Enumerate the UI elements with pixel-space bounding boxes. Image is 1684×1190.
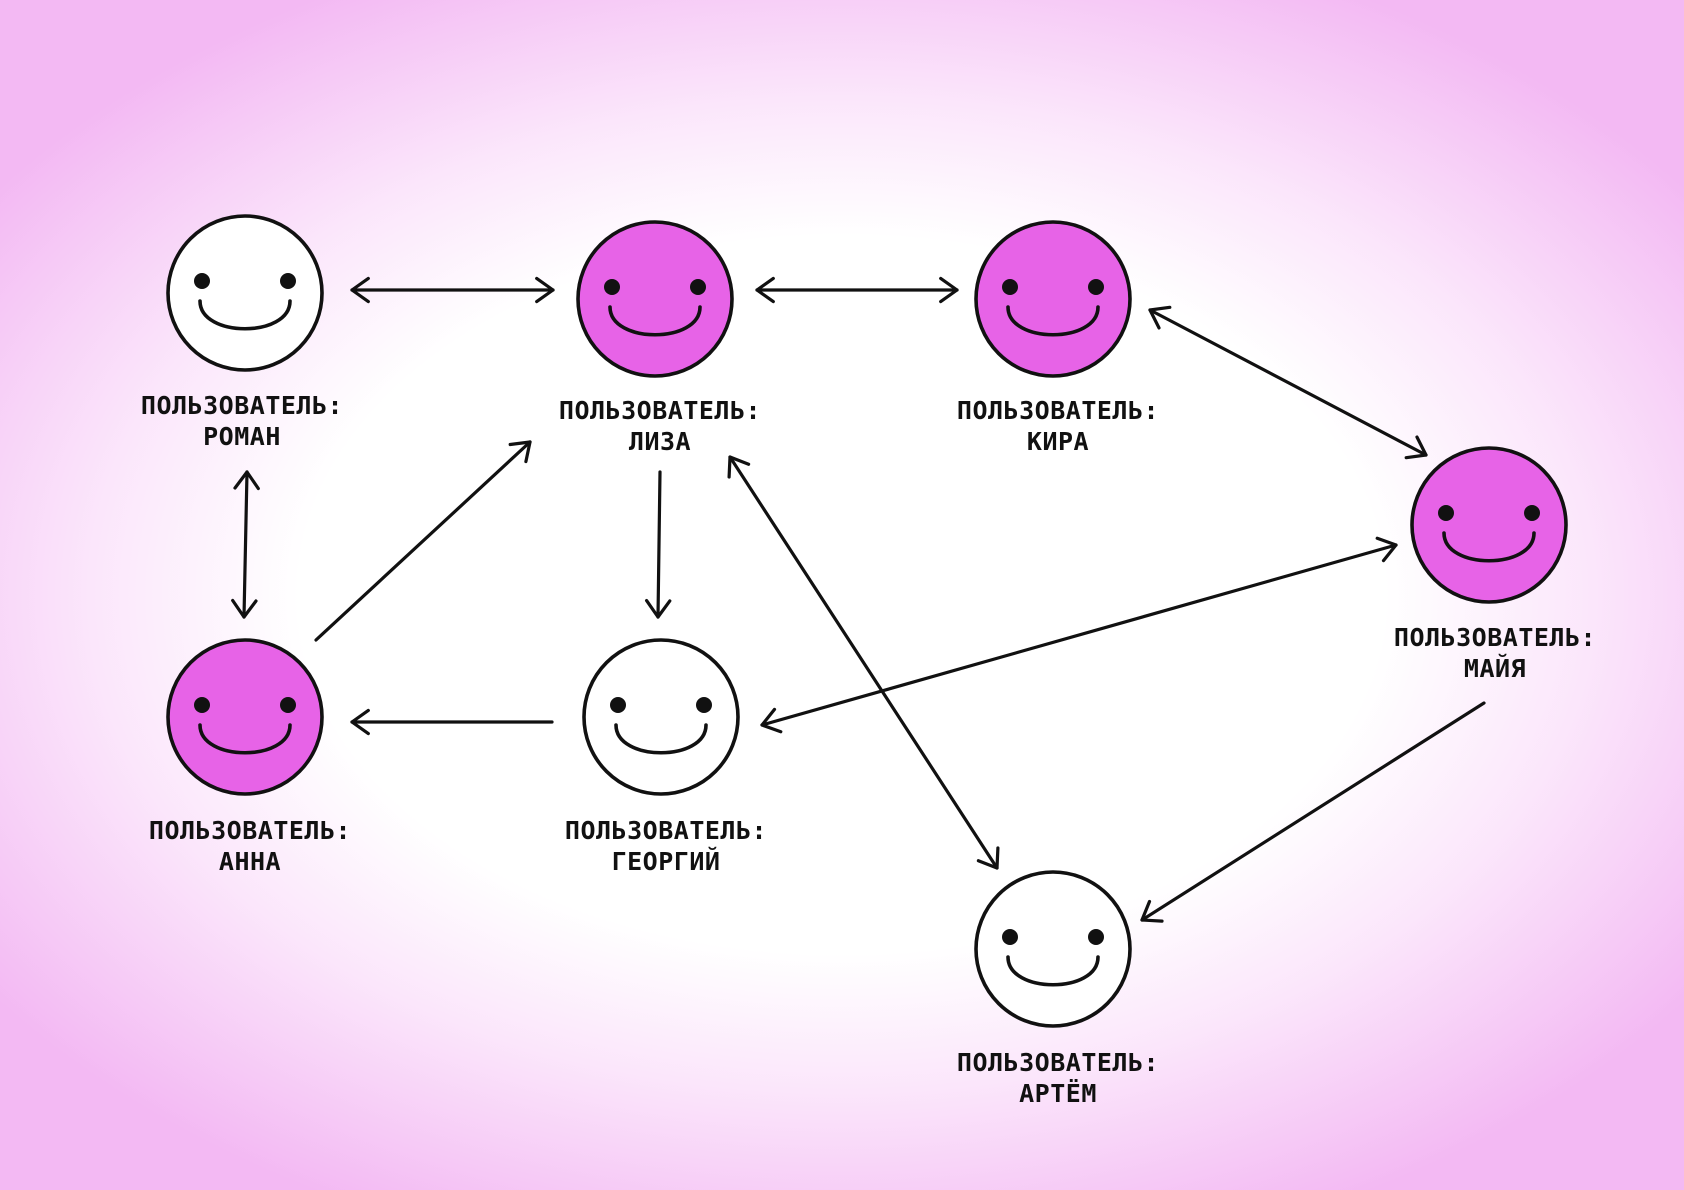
left-eye-icon [1002, 279, 1018, 295]
user-label-maya: ПОЛЬЗОВАТЕЛЬ: МАЙЯ [1345, 622, 1645, 684]
right-eye-icon [696, 697, 712, 713]
user-name: МАЙЯ [1463, 654, 1527, 683]
user-label-prefix: ПОЛЬЗОВАТЕЛЬ: [558, 396, 762, 425]
connection-line [656, 470, 662, 619]
user-node-kira [974, 220, 1132, 378]
user-label-artem: ПОЛЬЗОВАТЕЛЬ: АРТЁМ [908, 1047, 1208, 1109]
user-node-artem [974, 870, 1132, 1028]
smile-icon [614, 723, 708, 755]
user-label-prefix: ПОЛЬЗОВАТЕЛЬ: [956, 1048, 1160, 1077]
smiley-face-icon [582, 638, 740, 796]
connection-roman-anna [231, 470, 260, 619]
user-label-prefix: ПОЛЬЗОВАТЕЛЬ: [956, 396, 1160, 425]
user-name: РОМАН [203, 422, 281, 451]
connection-line [1140, 701, 1486, 922]
right-eye-icon [1088, 279, 1104, 295]
right-eye-icon [1088, 929, 1104, 945]
user-name: АННА [218, 847, 282, 876]
smiley-face-icon [1410, 446, 1568, 604]
arrow-head-icon [939, 276, 959, 304]
smile-icon [1006, 955, 1100, 987]
arrow-head-icon [727, 455, 751, 479]
user-label-georgiy: ПОЛЬЗОВАТЕЛЬ: ГЕОРГИЙ [516, 815, 816, 877]
smiley-face-icon [166, 214, 324, 372]
smile-icon [608, 305, 702, 337]
connection-liza-kira [755, 276, 959, 304]
connection-kira-maya [1148, 305, 1428, 460]
user-label-liza: ПОЛЬЗОВАТЕЛЬ: ЛИЗА [510, 395, 810, 457]
smile-icon [1442, 531, 1536, 563]
arrow-head-icon [645, 599, 672, 619]
connection-line [314, 440, 532, 642]
user-label-anna: ПОЛЬЗОВАТЕЛЬ: АННА [100, 815, 400, 877]
smile-icon [1006, 305, 1100, 337]
smile-icon [198, 723, 292, 755]
smiley-face-icon [166, 638, 324, 796]
right-eye-icon [690, 279, 706, 295]
arrow-head-icon [976, 846, 1000, 870]
user-name: ГЕОРГИЙ [611, 847, 721, 876]
user-node-maya [1410, 446, 1568, 604]
user-label-prefix: ПОЛЬЗОВАТЕЛЬ: [564, 816, 768, 845]
smiley-face-icon [974, 870, 1132, 1028]
connection-liza-georgiy [645, 470, 672, 619]
connection-line [728, 455, 999, 870]
connection-anna-liza [314, 440, 532, 642]
arrow-head-icon [755, 276, 775, 304]
arrow-head-icon [350, 708, 370, 736]
left-eye-icon [604, 279, 620, 295]
user-label-prefix: ПОЛЬЗОВАТЕЛЬ: [140, 391, 344, 420]
arrow-head-icon [535, 276, 555, 304]
arrow-head-icon [350, 276, 370, 304]
user-node-roman [166, 214, 324, 372]
smile-icon [198, 299, 292, 331]
left-eye-icon [610, 697, 626, 713]
connection-line [1148, 308, 1428, 457]
right-eye-icon [280, 697, 296, 713]
user-name: КИРА [1026, 427, 1090, 456]
connection-roman-liza [350, 276, 555, 304]
connection-line [760, 543, 1398, 727]
arrow-head-icon [1375, 536, 1398, 563]
arrow-head-icon [1404, 435, 1428, 460]
arrow-head-icon [508, 440, 532, 464]
user-node-anna [166, 638, 324, 796]
left-eye-icon [1438, 505, 1454, 521]
connection-liza-artem [727, 455, 1000, 870]
arrow-head-icon [1148, 305, 1172, 330]
smiley-face-icon [576, 220, 734, 378]
user-label-kira: ПОЛЬЗОВАТЕЛЬ: КИРА [908, 395, 1208, 457]
left-eye-icon [194, 273, 210, 289]
user-node-liza [576, 220, 734, 378]
user-label-prefix: ПОЛЬЗОВАТЕЛЬ: [1393, 623, 1597, 652]
connection-line [242, 470, 249, 619]
right-eye-icon [1524, 505, 1540, 521]
left-eye-icon [194, 697, 210, 713]
user-label-prefix: ПОЛЬЗОВАТЕЛЬ: [148, 816, 352, 845]
arrow-head-icon [231, 598, 258, 619]
arrow-head-icon [1140, 899, 1164, 923]
connection-maya-georgiy [760, 536, 1398, 734]
user-name: ЛИЗА [628, 427, 692, 456]
left-eye-icon [1002, 929, 1018, 945]
user-node-georgiy [582, 638, 740, 796]
connection-georgiy-anna [350, 708, 554, 736]
connection-maya-artem [1140, 701, 1486, 923]
user-name: АРТЁМ [1019, 1079, 1097, 1108]
arrow-head-icon [233, 470, 260, 491]
right-eye-icon [280, 273, 296, 289]
arrow-head-icon [760, 707, 783, 734]
smiley-face-icon [974, 220, 1132, 378]
user-label-roman: ПОЛЬЗОВАТЕЛЬ: РОМАН [92, 390, 392, 452]
